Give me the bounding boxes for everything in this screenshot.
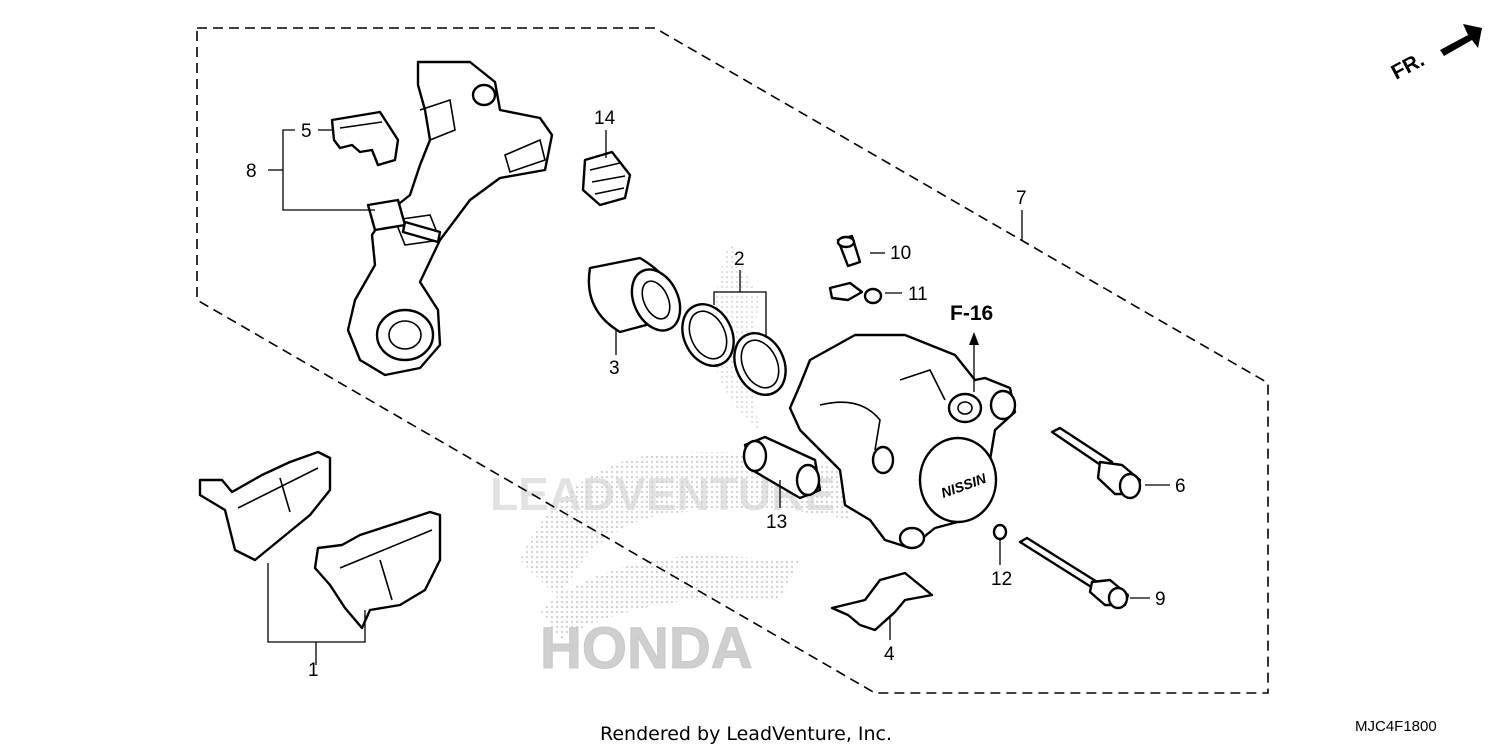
callout-12: 12 bbox=[991, 569, 1012, 590]
callout-4: 4 bbox=[884, 644, 895, 665]
callout-9: 9 bbox=[1155, 589, 1166, 610]
front-label: FR. bbox=[1388, 48, 1429, 84]
washer-12 bbox=[992, 523, 1008, 541]
brake-pads-1 bbox=[198, 450, 442, 630]
leader-lines bbox=[267, 129, 1170, 665]
front-direction-arrow: FR. bbox=[1388, 24, 1482, 84]
callout-6: 6 bbox=[1175, 476, 1186, 497]
piston-3 bbox=[587, 256, 682, 334]
callout-14: 14 bbox=[594, 108, 616, 129]
callout-10: 10 bbox=[890, 243, 911, 264]
watermark-honda-text: HONDA bbox=[540, 616, 753, 681]
callout-1: 1 bbox=[308, 660, 319, 681]
reference-label: F-16 bbox=[950, 302, 993, 325]
callout-3: 3 bbox=[609, 358, 620, 379]
assembly-frame bbox=[196, 27, 1269, 694]
caliper-body: NISSIN bbox=[788, 333, 1017, 550]
callout-11: 11 bbox=[908, 284, 928, 305]
callout-numbers: 1 2 3 4 5 6 7 8 9 10 11 12 13 14 bbox=[246, 108, 1186, 681]
diagram-code: MJC4F1800 bbox=[1355, 718, 1437, 735]
callout-7: 7 bbox=[1016, 188, 1027, 209]
bleeder-cap-11 bbox=[828, 281, 883, 305]
slide-pin-6 bbox=[1050, 426, 1142, 500]
leadventure-watermark: LEADVENTURE HONDA bbox=[490, 240, 850, 682]
footer-credit: Rendered by LeadVenture, Inc. bbox=[600, 723, 892, 745]
pad-retainer-4 bbox=[830, 571, 934, 632]
pad-spring-5 bbox=[330, 110, 400, 167]
slide-pin-9 bbox=[1018, 536, 1130, 610]
callout-2: 2 bbox=[734, 249, 745, 270]
boot-13 bbox=[742, 435, 822, 500]
reference-pointer: F-16 bbox=[950, 302, 993, 392]
boot-14 bbox=[581, 150, 632, 207]
callout-13: 13 bbox=[766, 512, 787, 533]
bleeder-valve-10 bbox=[836, 234, 862, 268]
callout-8: 8 bbox=[246, 161, 257, 182]
caliper-bracket bbox=[346, 60, 554, 377]
callout-5: 5 bbox=[301, 121, 312, 142]
seals-2 bbox=[681, 303, 787, 396]
